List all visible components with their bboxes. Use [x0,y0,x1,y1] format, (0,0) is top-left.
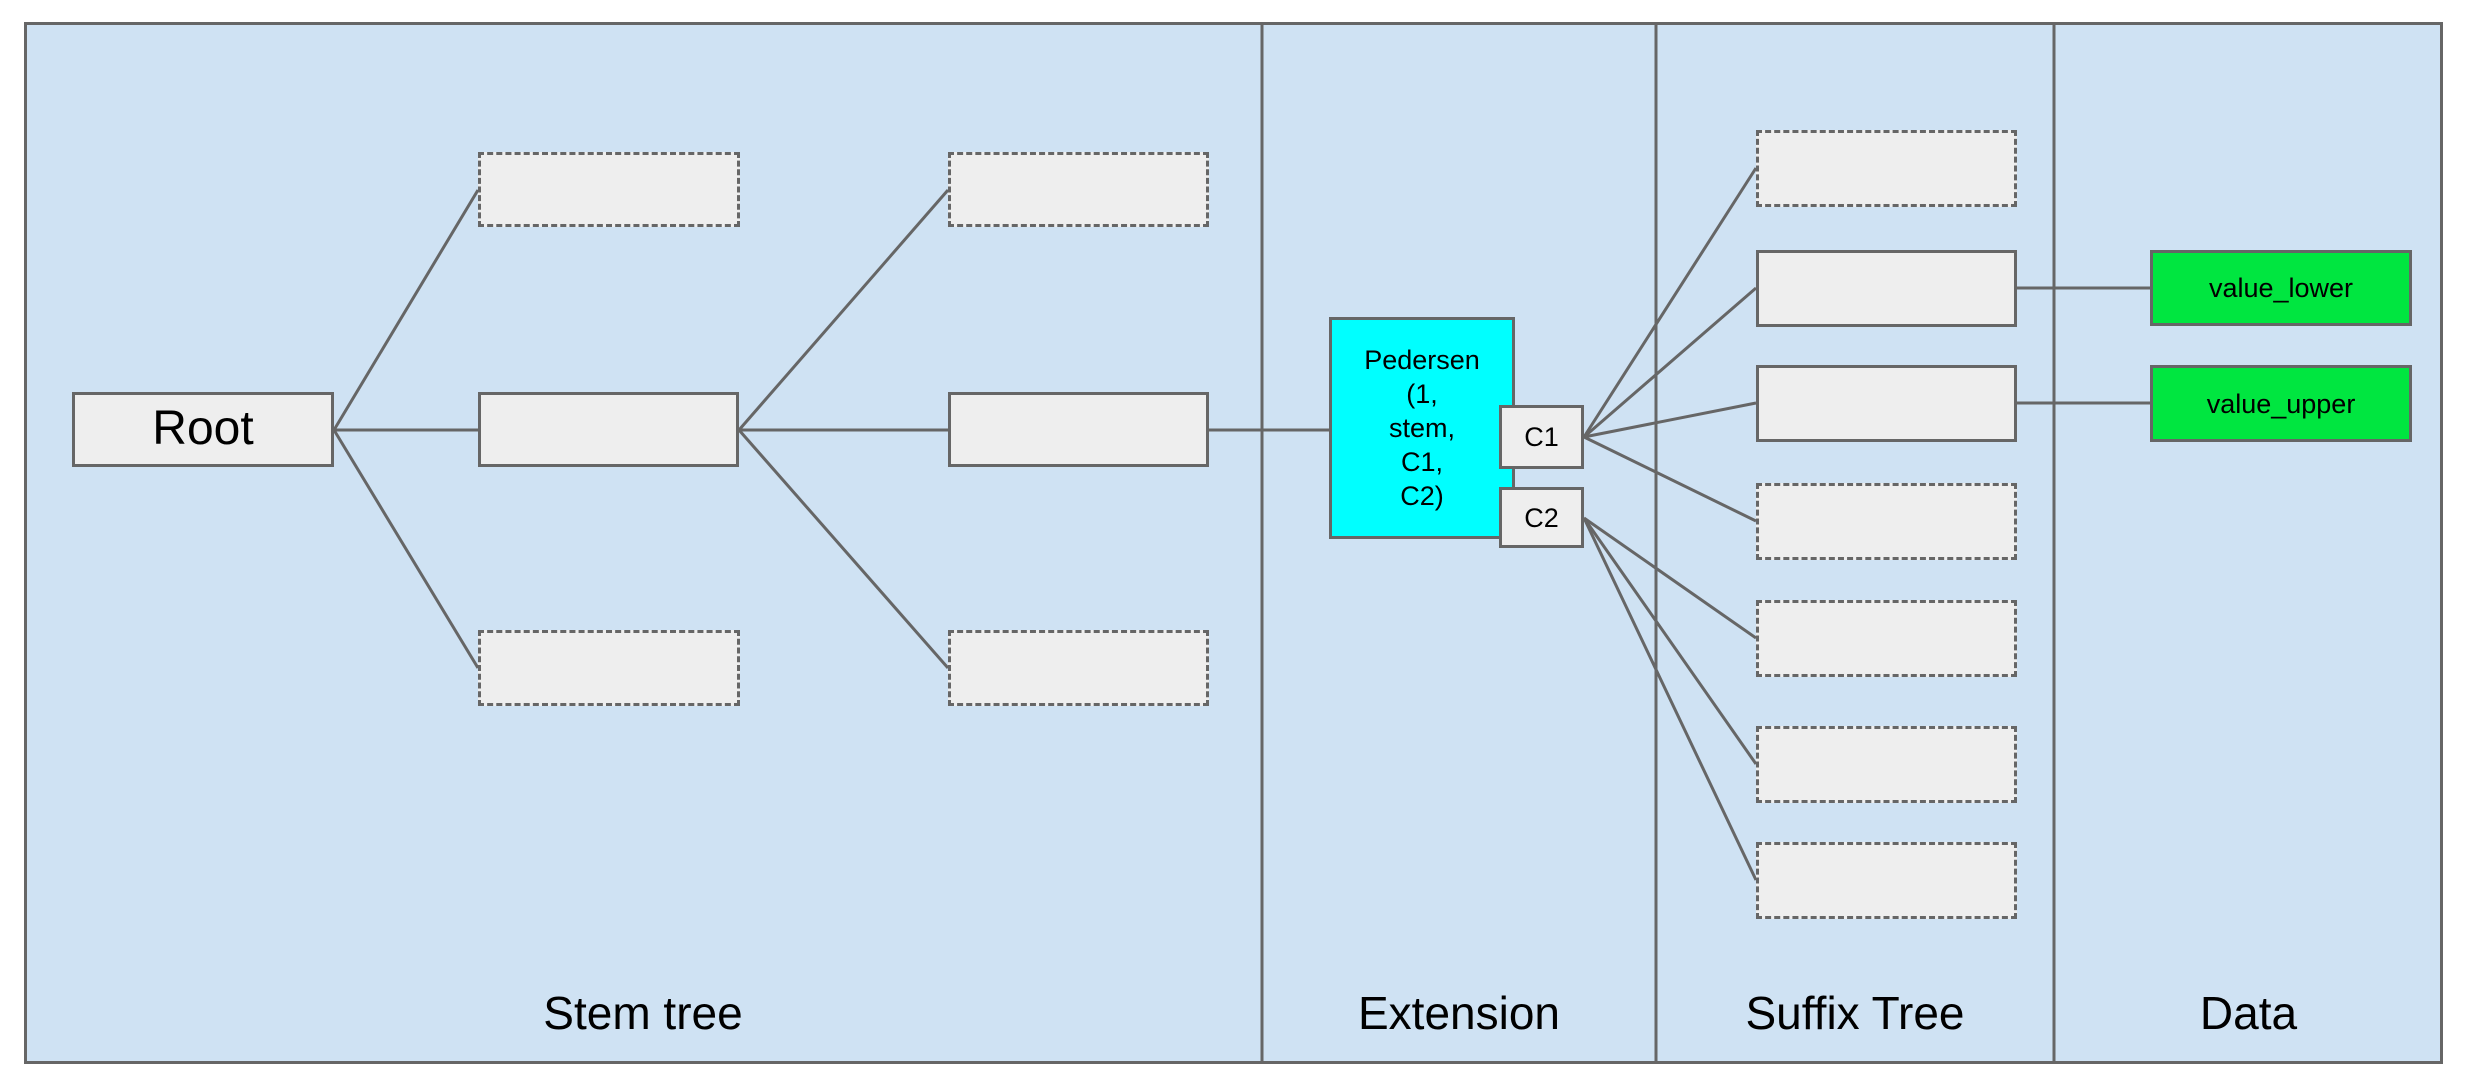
lane-label-stem-tree: Stem tree [543,987,743,1039]
node-c2: C2 [1499,487,1584,548]
node-c1: C1 [1499,405,1584,469]
diagram-frame [24,22,2443,1064]
stem-level1-node-solid [478,392,739,467]
suffix-node-3-solid [1756,365,2017,442]
node-root: Root [72,392,334,467]
node-c2-label: C2 [1524,502,1559,533]
stem-level2-node-solid [948,392,1209,467]
pedersen-line-4: C1, [1400,447,1444,477]
suffix-node-2-solid [1756,250,2017,327]
node-pedersen-commitment: Pedersen (1, stem, C1, C2) [1329,317,1515,539]
stem-level2-node-dashed-top [948,152,1209,227]
pedersen-line-3: stem, [1388,413,1455,443]
node-value-lower: value_lower [2150,250,2412,326]
suffix-node-4-dashed [1756,483,2017,560]
lane-label-data: Data [2199,987,2298,1039]
node-value-upper: value_upper [2150,365,2412,442]
stem-level1-node-dashed-top [478,152,740,227]
node-value-upper-label: value_upper [2206,388,2356,419]
pedersen-line-5: C2) [1400,481,1444,511]
stem-level1-node-dashed-bottom [478,630,740,706]
suffix-node-5-dashed [1756,600,2017,677]
suffix-node-7-dashed [1756,842,2017,919]
stem-level2-node-dashed-bottom [948,630,1209,706]
node-root-label: Root [152,402,254,456]
pedersen-line-1: Pedersen [1364,345,1480,375]
node-value-lower-label: value_lower [2208,273,2354,303]
node-c1-label: C1 [1524,422,1559,452]
suffix-node-6-dashed [1756,726,2017,803]
lane-label-extension: Extension [1357,987,1560,1039]
node-pedersen-label: Pedersen (1, stem, C1, C2) [1364,343,1480,513]
lane-label-suffix-tree: Suffix Tree [1745,987,1965,1039]
suffix-node-1-dashed [1756,130,2017,207]
pedersen-line-2: (1, [1406,379,1438,409]
